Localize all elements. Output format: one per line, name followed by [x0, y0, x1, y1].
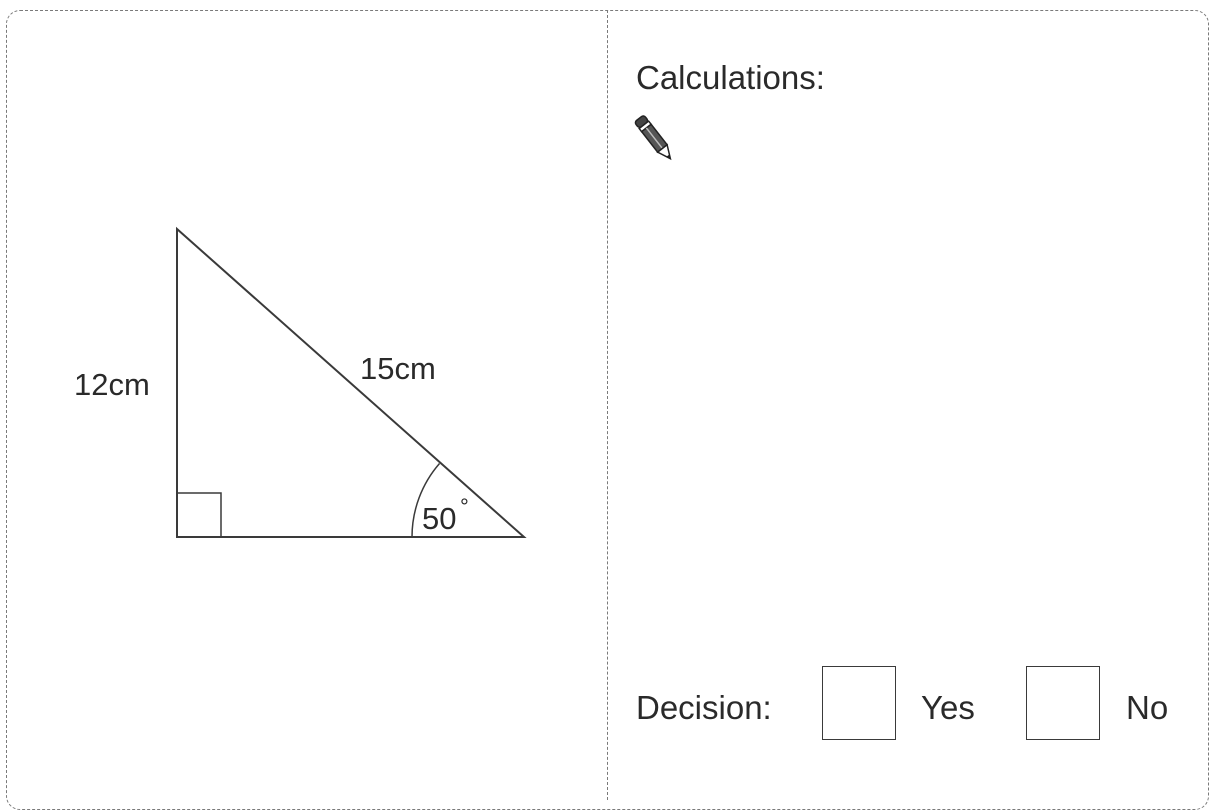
- pencil-icon: [634, 115, 672, 161]
- decision-label: Decision:: [636, 689, 772, 726]
- no-label: No: [1126, 689, 1169, 726]
- triangle-diagram: 12cm 15cm 50 °: [74, 226, 527, 538]
- yes-checkbox[interactable]: [822, 666, 896, 740]
- degree-symbol: °: [460, 494, 469, 519]
- angle-label: 50: [422, 501, 456, 536]
- calculations-label: Calculations:: [636, 59, 825, 96]
- panel-divider: [607, 10, 608, 800]
- angle-arc: [411, 463, 441, 538]
- right-triangle: [176, 226, 527, 538]
- hypotenuse-label: 15cm: [360, 351, 436, 386]
- yes-label: Yes: [921, 689, 975, 726]
- vertical-side-label: 12cm: [74, 367, 150, 402]
- no-checkbox[interactable]: [1026, 666, 1100, 740]
- right-angle-marker: [177, 492, 222, 537]
